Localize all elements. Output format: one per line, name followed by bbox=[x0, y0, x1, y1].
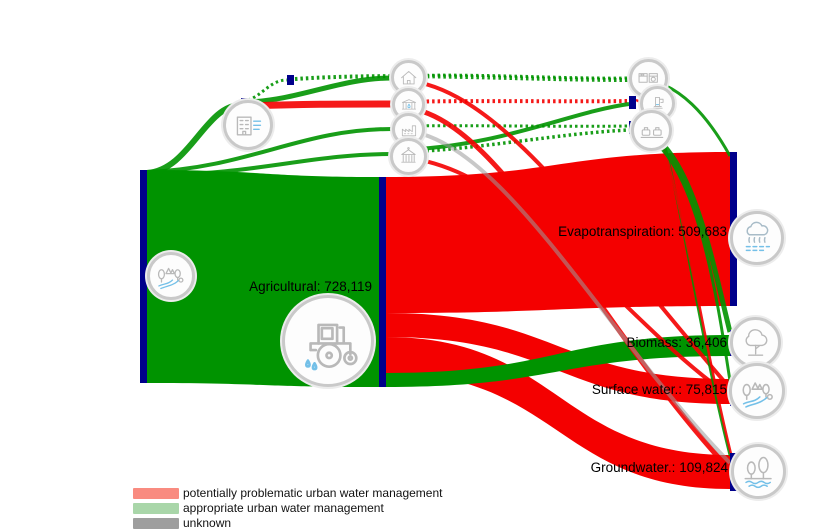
tanks-icon bbox=[631, 110, 672, 151]
rain-cloud-icon bbox=[730, 211, 784, 265]
flow-industrial-groundwater[interactable] bbox=[398, 128, 732, 465]
node-agricultural[interactable] bbox=[379, 177, 386, 387]
legend-swatch bbox=[133, 518, 179, 529]
tractor-icon bbox=[282, 295, 374, 387]
groundwater-trees-icon bbox=[731, 444, 786, 499]
flow-rainwater-treatment[interactable] bbox=[294, 74, 630, 82]
nature-landscape-icon bbox=[147, 252, 195, 300]
flow-institutional-reuse[interactable] bbox=[398, 102, 630, 152]
flow-water-supply-residential[interactable] bbox=[247, 75, 393, 105]
institution-icon bbox=[390, 138, 427, 175]
flow-residential-treatment[interactable] bbox=[398, 73, 630, 80]
legend: potentially problematic urban water mana… bbox=[129, 486, 442, 531]
node-source[interactable] bbox=[140, 170, 147, 383]
node-reuse[interactable] bbox=[629, 96, 636, 109]
flow-water-supply-rainwater[interactable] bbox=[247, 78, 288, 102]
node-value-label: Evapotranspiration: 509,683 bbox=[558, 224, 727, 239]
node-rainwater[interactable] bbox=[287, 75, 294, 85]
flow-water-supply-commercial[interactable] bbox=[247, 100, 393, 110]
flow-source-institutional[interactable] bbox=[146, 152, 393, 178]
flow-industrial-storage[interactable] bbox=[398, 124, 630, 128]
legend-label: potentially problematic urban water mana… bbox=[183, 486, 443, 500]
tree-icon bbox=[730, 317, 781, 368]
flow-source-industrial[interactable] bbox=[146, 127, 393, 174]
node-value-label: Groundwater.: 109,824 bbox=[591, 460, 729, 475]
legend-item-unknown: unknown bbox=[129, 517, 421, 530]
node-value-label: Biomass: 36,406 bbox=[626, 335, 727, 350]
legend-item-problematic: potentially problematic urban water mana… bbox=[129, 487, 442, 500]
flow-residential-surface-water[interactable] bbox=[398, 78, 732, 390]
flow-institutional-surface-water[interactable] bbox=[398, 155, 732, 398]
legend-label: appropriate urban water management bbox=[183, 501, 384, 515]
legend-label: unknown bbox=[183, 516, 232, 530]
legend-swatch bbox=[133, 488, 179, 499]
river-landscape-icon bbox=[729, 363, 785, 419]
flow-agricultural-biomass[interactable] bbox=[386, 335, 730, 387]
flow-commercial-reuse[interactable] bbox=[398, 99, 630, 104]
flow-agricultural-evapotranspiration[interactable] bbox=[386, 152, 730, 313]
node-value-label: Surface water.: 75,815 bbox=[592, 382, 727, 397]
water-supply-building-icon bbox=[223, 100, 273, 150]
legend-item-appropriate: appropriate urban water management bbox=[129, 502, 421, 515]
node-value-label: Agricultural: 728,119 bbox=[249, 279, 372, 294]
legend-swatch bbox=[133, 503, 179, 514]
